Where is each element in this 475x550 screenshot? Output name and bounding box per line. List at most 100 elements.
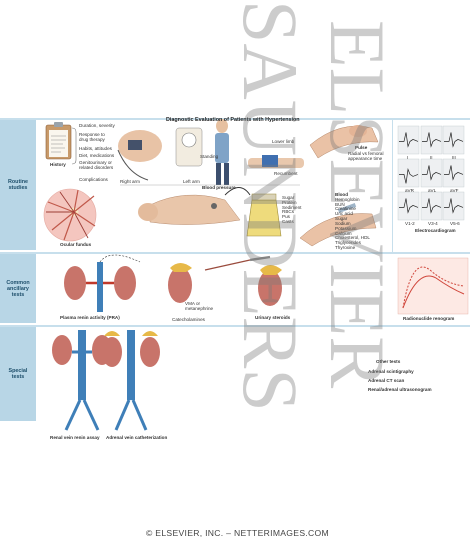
history-item: Complications bbox=[79, 177, 108, 182]
blood-draw-illustration bbox=[299, 203, 377, 247]
urinalysis-item: Protein bbox=[282, 199, 297, 205]
other-test-item: Adrenal scintigraphy bbox=[368, 369, 414, 374]
top-divider bbox=[0, 118, 470, 120]
urinalysis-item: Sugar bbox=[282, 195, 295, 200]
special-divider bbox=[0, 325, 470, 327]
history-item: Response to drug therapy bbox=[79, 132, 105, 142]
history-item: Diet, medications bbox=[79, 153, 115, 158]
ecg-lead-box bbox=[397, 125, 420, 155]
steroid-kidney-illustration bbox=[258, 265, 282, 306]
other-test-item: Adrenal CT scan bbox=[368, 378, 405, 383]
ecg-trace bbox=[444, 132, 464, 148]
ecg-lead-box bbox=[442, 191, 465, 221]
ecg-trace bbox=[444, 165, 464, 181]
band-ancillary: Common ancillary tests bbox=[0, 254, 36, 323]
ecg-trace bbox=[422, 165, 442, 181]
panel-divider bbox=[392, 118, 393, 252]
ecg-lead-box bbox=[420, 191, 443, 221]
ecg-trace bbox=[422, 132, 442, 148]
ecg-lead-label: II bbox=[430, 155, 433, 160]
blood-item: Thyroxine bbox=[335, 244, 356, 250]
blood-item: Hemoglobin bbox=[335, 196, 360, 202]
urinalysis-item: Sediment bbox=[282, 204, 302, 210]
ocular-fundus-illustration bbox=[43, 188, 97, 242]
band-routine-label: Routine studies bbox=[7, 179, 29, 191]
pulse-arm-illustration bbox=[309, 125, 379, 159]
watermark-elsevier: ELSEVIER bbox=[314, 20, 401, 389]
ecg-lead-box bbox=[420, 158, 443, 188]
diagram-title: Diagnostic Evaluation of Patients with H… bbox=[166, 117, 300, 123]
band-special: Special tests bbox=[0, 327, 36, 421]
ecg-lead-label: V5-6 bbox=[450, 221, 460, 226]
pulse-label: Pulse bbox=[355, 145, 368, 150]
ecg-trace bbox=[444, 198, 464, 214]
vma-label: VMA or metanephrine bbox=[185, 301, 214, 311]
urinalysis-item: Casts bbox=[282, 219, 294, 225]
ancillary-divider bbox=[0, 252, 470, 254]
ecg-lead-label: I bbox=[407, 155, 409, 160]
ecg-lead-box bbox=[442, 125, 465, 155]
blood-pressure-illustration bbox=[117, 119, 304, 186]
blood-item: Cholesterol, HDL bbox=[335, 235, 370, 241]
steroids-label: Urinary steroids bbox=[255, 315, 291, 320]
ecg-lead-label: III bbox=[452, 155, 456, 160]
renal-vein-label: Renal vein renin assay bbox=[50, 435, 100, 440]
ecg-lead-label: aVR bbox=[405, 188, 414, 193]
blood-item: Triglycerides bbox=[335, 240, 361, 246]
blood-item: Uric acid bbox=[335, 211, 353, 217]
blood-item: Potassium bbox=[335, 225, 357, 231]
ocular-label: Ocular fundus bbox=[60, 242, 92, 247]
blood-item: Sodium bbox=[335, 220, 351, 226]
pra-kidneys-illustration bbox=[64, 254, 141, 312]
other-test-item: Renal/adrenal ultrasonogram bbox=[368, 387, 432, 392]
blood-label: Blood bbox=[335, 192, 349, 197]
ecg-lead-box bbox=[442, 158, 465, 188]
history-item: Habits, attitudes bbox=[79, 146, 112, 151]
history-bracket bbox=[71, 127, 77, 165]
band-routine: Routine studies bbox=[0, 120, 36, 250]
copyright-footer: © ELSEVIER, INC. – NETTERIMAGES.COM bbox=[145, 528, 329, 538]
ecg-trace bbox=[399, 198, 419, 214]
blood-pressure-label: Blood pressure bbox=[202, 185, 236, 190]
ecg-traces bbox=[397, 125, 465, 221]
ecg-trace bbox=[422, 198, 442, 214]
ecg-trace bbox=[399, 132, 419, 148]
ecg-lead-box bbox=[397, 158, 420, 188]
history-item: Genitourinary or related disorders bbox=[79, 160, 114, 170]
urinalysis-item: Pus bbox=[282, 214, 290, 220]
adrenal-vein-label: Adrenal vein catheterization bbox=[106, 435, 168, 440]
ecg-label: Electrocardiogram bbox=[415, 228, 456, 233]
other-tests-title: Other tests bbox=[376, 359, 401, 364]
adrenal-kidney-illustration bbox=[168, 255, 271, 303]
auscultation-illustration bbox=[138, 187, 251, 225]
blood-item: Calcium bbox=[335, 230, 352, 236]
watermark-saunders: SAUNDERS bbox=[227, 0, 314, 412]
clipboard-icon bbox=[45, 122, 72, 160]
ecg-lead-label: V1-2 bbox=[405, 221, 415, 226]
band-special-label: Special tests bbox=[8, 368, 28, 380]
urinalysis-item: RBCs bbox=[282, 209, 294, 215]
history-item: Duration, severity bbox=[79, 123, 115, 128]
right-arm-label: Right arm bbox=[120, 179, 140, 184]
adrenal-vein-illustration bbox=[102, 330, 160, 431]
recumbent-label: Recumbent bbox=[274, 171, 298, 176]
standing-label: Standing bbox=[200, 154, 219, 159]
pulse-detail: Radial vs femoral appearance time bbox=[348, 151, 384, 161]
ecg-trace bbox=[399, 168, 419, 184]
blood-item: Creatinine bbox=[335, 206, 356, 212]
ecg-lead-label: aVL bbox=[428, 188, 437, 193]
pra-label: Plasma renin activity (PRA) bbox=[60, 315, 120, 320]
blood-list: Blood Hemoglobin BUN Creatinine Uric aci… bbox=[335, 192, 385, 251]
blood-item: BUN bbox=[335, 201, 345, 207]
band-ancillary-label: Common ancillary tests bbox=[6, 279, 30, 298]
ecg-lead-label: V3-4 bbox=[428, 221, 438, 226]
left-arm-label: Left arm bbox=[183, 179, 200, 184]
renogram-label: Radionuclide renogram bbox=[403, 316, 455, 321]
urinalysis-list: Sugar Protein Sediment RBCs Pus Casts bbox=[282, 195, 308, 225]
ecg-lead-label: aVF bbox=[450, 188, 459, 193]
lower-limb-label: Lower limb bbox=[272, 139, 295, 144]
history-label: History bbox=[50, 162, 66, 167]
catecholamines-label: Catecholamines bbox=[172, 317, 205, 322]
ecg-lead-box bbox=[397, 191, 420, 221]
